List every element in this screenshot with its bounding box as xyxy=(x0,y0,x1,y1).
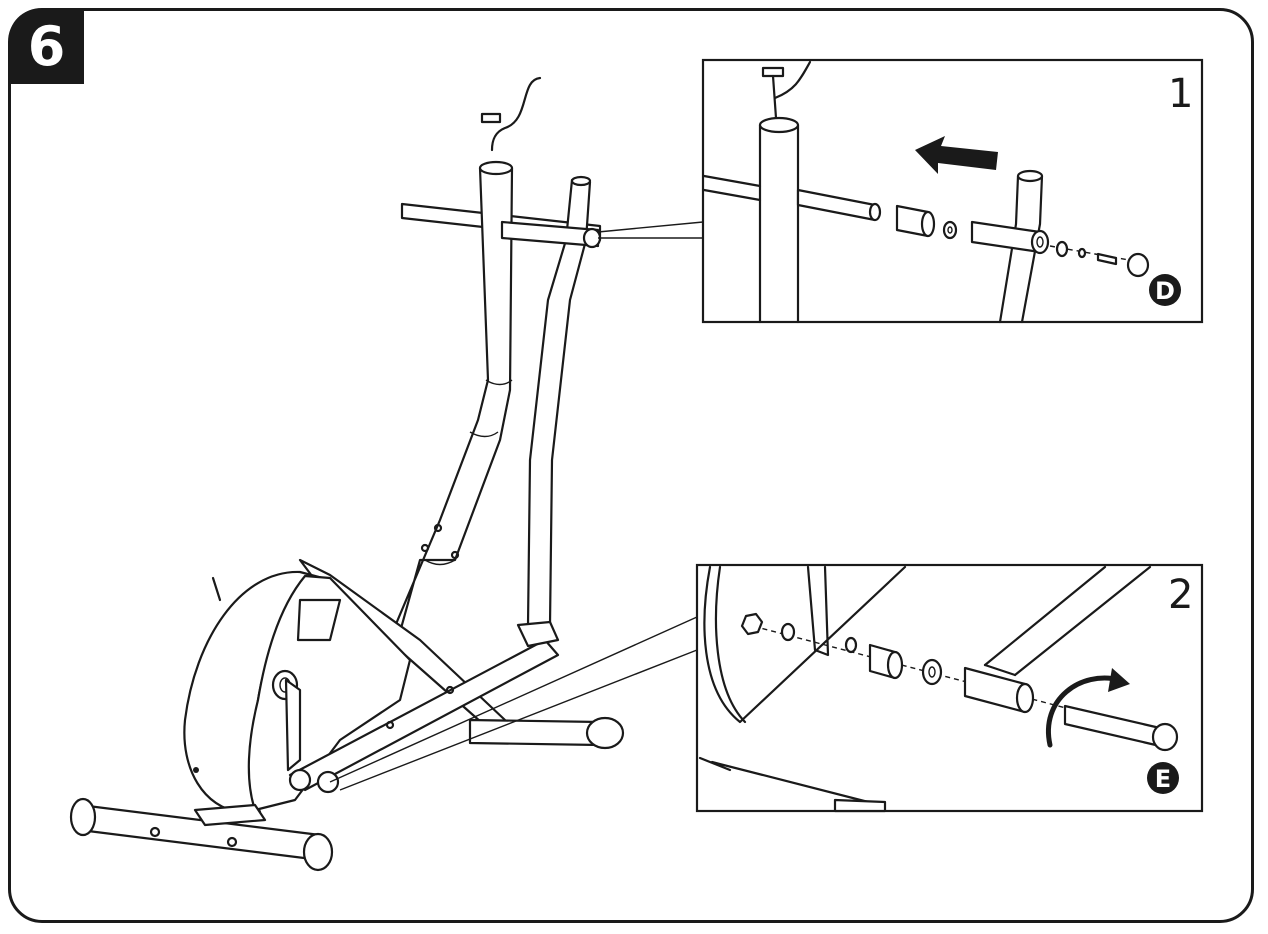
handlebar-pivot-sleeve xyxy=(500,220,600,248)
part-callout-e xyxy=(1147,762,1179,794)
detail-leader-lines xyxy=(329,221,704,791)
cable-connector xyxy=(480,112,502,124)
detail-2-panel: 2 E xyxy=(695,563,1204,813)
detail-2-number: 2 xyxy=(1168,572,1193,618)
housing-handle-slot xyxy=(296,598,342,642)
elliptical-trainer-illustration xyxy=(69,76,625,872)
moving-handlebar-arm xyxy=(526,178,592,627)
part-callout-d xyxy=(1149,274,1181,306)
detail-1-number: 1 xyxy=(1168,71,1193,117)
rail-pivot-bracket xyxy=(516,620,560,648)
rear-stabilizer xyxy=(468,718,602,747)
step-number-badge: 6 xyxy=(9,9,84,84)
crank-arm xyxy=(284,678,302,772)
part-label-e: E xyxy=(1155,765,1171,793)
console-cable xyxy=(490,76,542,152)
direction-arrow xyxy=(915,136,998,174)
stabilizer-end-cap-left xyxy=(69,797,97,837)
part-label-d: D xyxy=(1155,277,1175,305)
front-upright-post xyxy=(383,166,514,652)
stabilizer-end-cap-right xyxy=(302,832,334,872)
instruction-frame xyxy=(8,8,1254,923)
upright-top-opening xyxy=(478,160,514,176)
detail-1-panel: 1 D xyxy=(701,58,1204,324)
